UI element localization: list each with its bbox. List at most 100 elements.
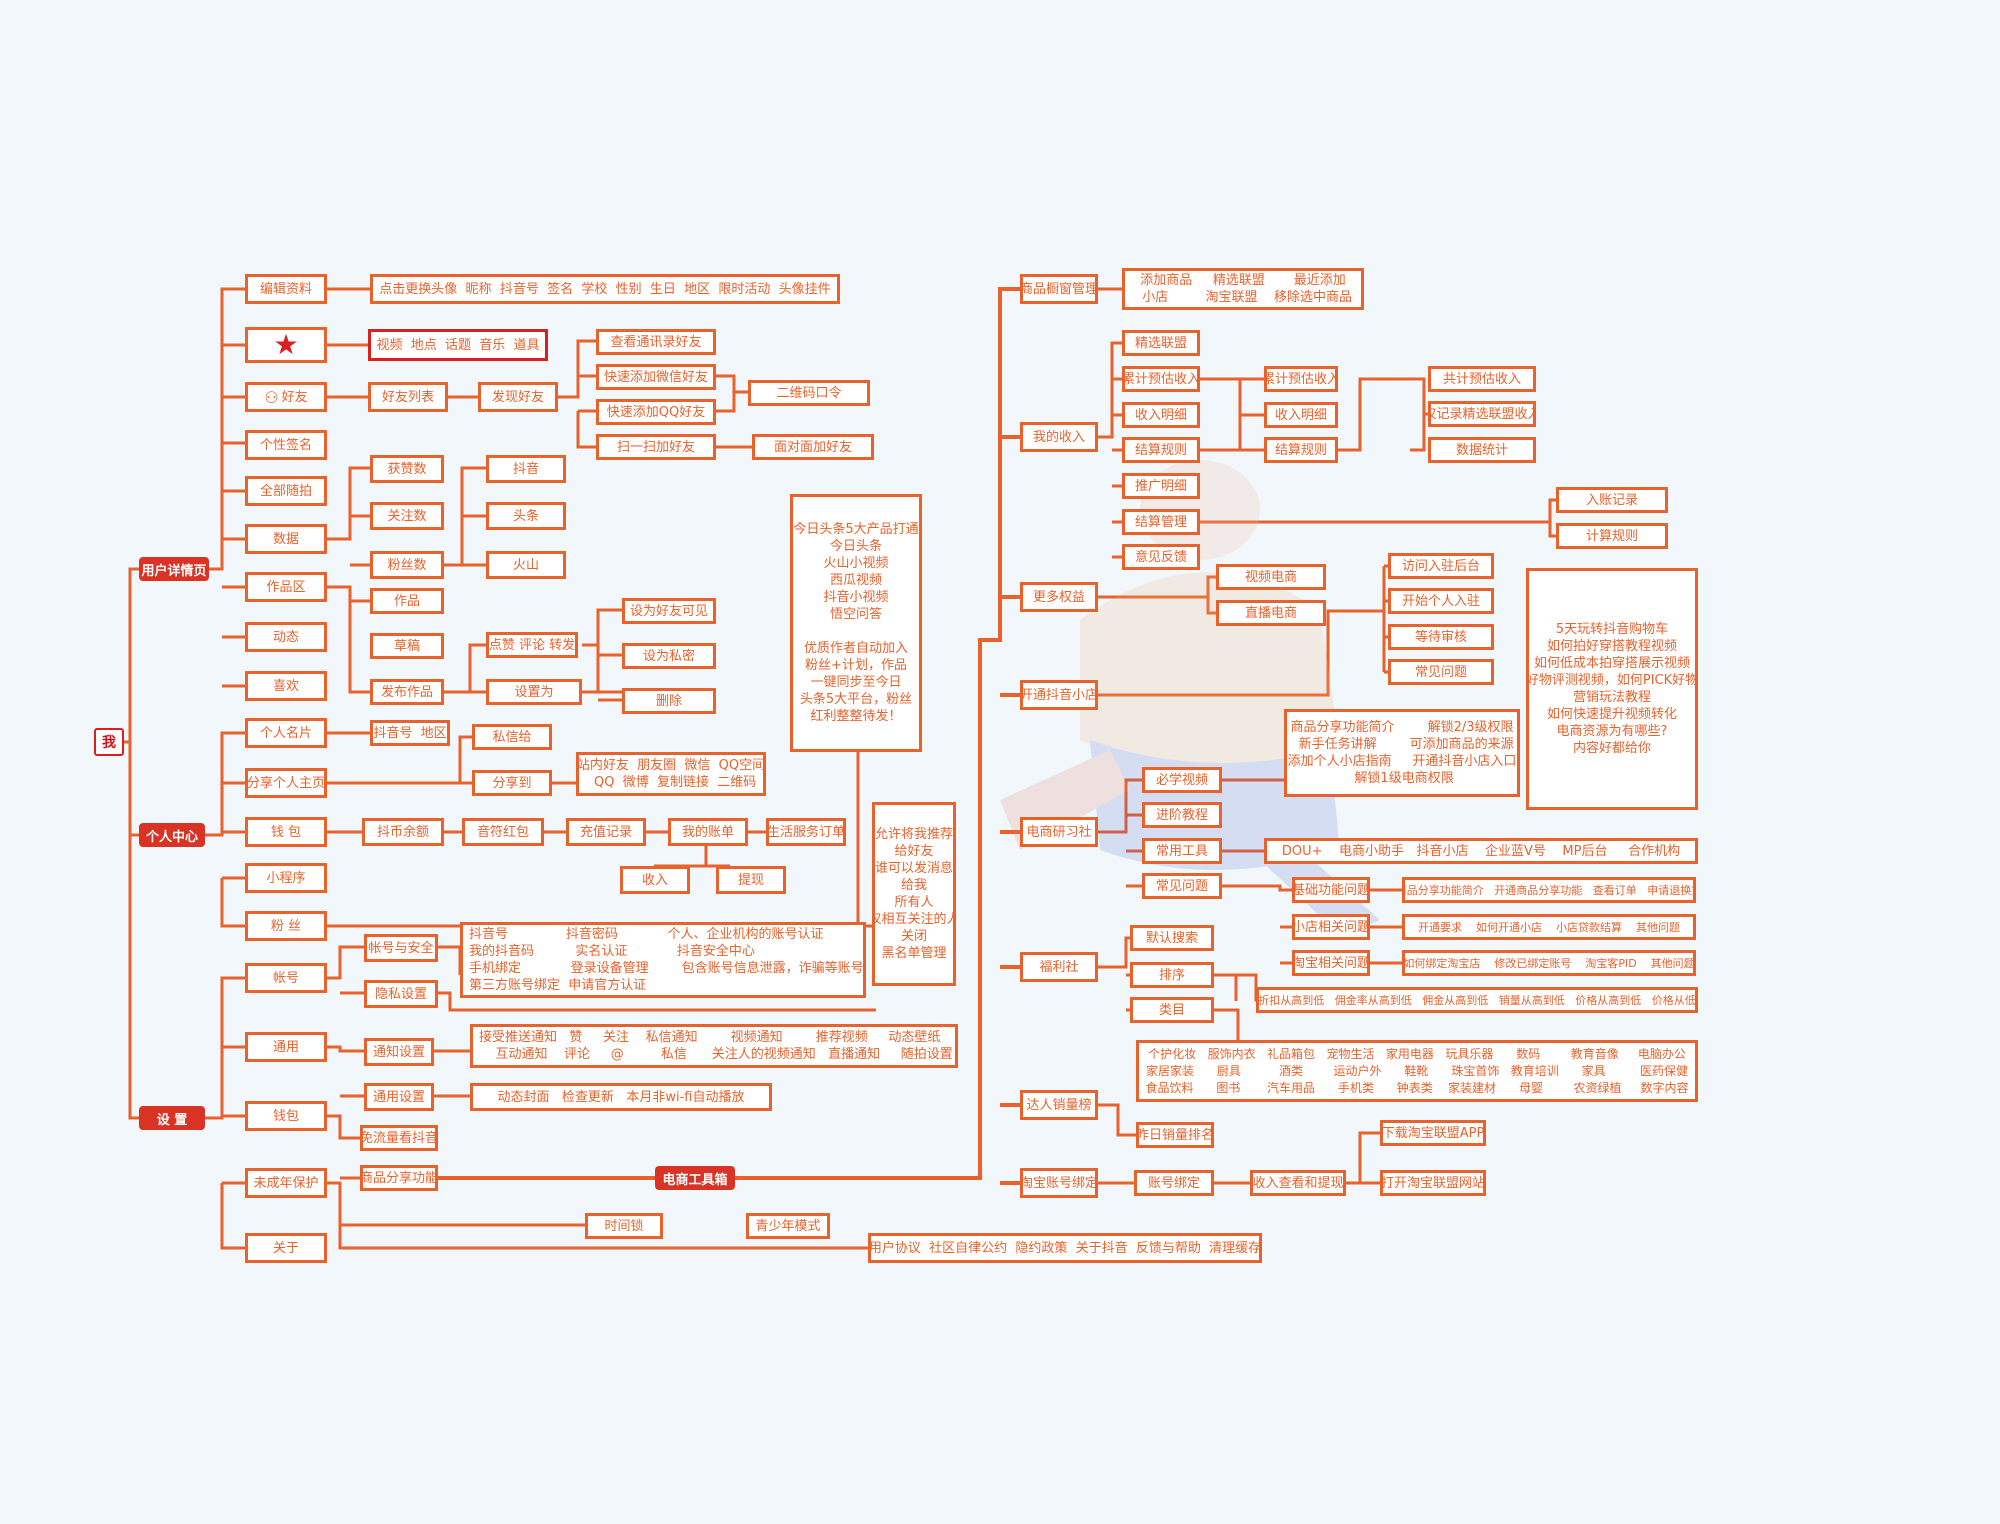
set-as-node[interactable]: 设置为 <box>486 679 582 705</box>
faq-node[interactable]: 常见问题 <box>1388 659 1494 685</box>
my-income-node[interactable]: 我的收入 <box>1020 422 1098 452</box>
common-tools-node[interactable]: 常用工具 <box>1142 838 1222 864</box>
publish-node[interactable]: 发布作品 <box>370 679 444 705</box>
drafts-node[interactable]: 草稿 <box>370 633 444 659</box>
view-contacts-node[interactable]: 查看通讯录好友 <box>596 329 716 355</box>
income-node[interactable]: 收入 <box>620 866 690 894</box>
download-app-node[interactable]: 下载淘宝联盟APP <box>1380 1120 1486 1146</box>
video-ecom-node[interactable]: 视频电商 <box>1216 564 1326 590</box>
private-node[interactable]: 设为私密 <box>622 643 716 669</box>
delete-node[interactable]: 删除 <box>622 688 716 714</box>
wallet2-node[interactable]: 钱包 <box>245 1101 327 1131</box>
friends-visible-node[interactable]: 设为好友可见 <box>622 598 716 624</box>
following-node[interactable]: 关注数 <box>370 502 444 530</box>
visit-backend-node[interactable]: 访问入驻后台 <box>1388 553 1494 579</box>
general-node[interactable]: 通用 <box>245 1032 327 1062</box>
sort-node[interactable]: 排序 <box>1130 962 1214 988</box>
qr-code-node[interactable]: 二维码口令 <box>748 380 870 406</box>
account-security-node[interactable]: 帐号与安全 <box>364 934 438 962</box>
privacy-settings-node[interactable]: 隐私设置 <box>364 980 438 1008</box>
calc-rules-node[interactable]: 计算规则 <box>1556 523 1668 549</box>
fans-node[interactable]: 粉 丝 <box>245 911 327 941</box>
est-income-node[interactable]: 累计预估收入 <box>1122 366 1200 392</box>
taobao-issues-node[interactable]: 淘宝相关问题 <box>1292 950 1370 976</box>
face-add-node[interactable]: 面对面加好友 <box>752 434 874 460</box>
share-home-node[interactable]: 分享个人主页 <box>245 768 327 798</box>
open-store-node[interactable]: 开通抖音小店 <box>1020 680 1098 710</box>
likes-received-node[interactable]: 获赞数 <box>370 455 444 483</box>
quick-qq-node[interactable]: 快速添加QQ好友 <box>596 399 716 425</box>
est-income2-node[interactable]: 累计预估收入 <box>1264 366 1338 392</box>
live-ecom-node[interactable]: 直播电商 <box>1216 600 1326 626</box>
my-bill-node[interactable]: 我的账单 <box>668 818 748 846</box>
scan-add-node[interactable]: 扫一扫加好友 <box>596 434 716 460</box>
recharge-records-node[interactable]: 充值记录 <box>566 818 646 846</box>
star-node[interactable]: ★ <box>245 327 327 363</box>
followers-node[interactable]: 粉丝数 <box>370 551 444 579</box>
friends-node[interactable]: ⚇好友 <box>245 382 327 412</box>
income-detail-node[interactable]: 收入明细 <box>1122 402 1200 428</box>
quick-wechat-node[interactable]: 快速添加微信好友 <box>596 364 716 390</box>
signature-node[interactable]: 个性签名 <box>245 430 327 460</box>
must-watch-node[interactable]: 必学视频 <box>1142 767 1222 793</box>
works-area-node[interactable]: 作品区 <box>245 572 327 602</box>
share-to-node[interactable]: 分享到 <box>472 770 552 796</box>
favorites-node[interactable]: 喜欢 <box>245 671 327 701</box>
category-settings[interactable]: 设 置 <box>139 1106 205 1130</box>
open-personal-node[interactable]: 开始个人入驻 <box>1388 588 1494 614</box>
feedback-node[interactable]: 意见反馈 <box>1122 544 1200 570</box>
category-node[interactable]: 类目 <box>1130 997 1214 1023</box>
basic-issues-node[interactable]: 基础功能问题 <box>1292 877 1370 903</box>
yesterday-rank-node[interactable]: 昨日销量排名 <box>1136 1122 1214 1148</box>
category-ecommerce-toolbox[interactable]: 电商工具箱 <box>655 1166 735 1190</box>
moments-node[interactable]: 动态 <box>245 622 327 652</box>
store-issues-node[interactable]: 小店相关问题 <box>1292 914 1370 940</box>
card-node[interactable]: 个人名片 <box>245 718 327 748</box>
advanced-node[interactable]: 进阶教程 <box>1142 802 1222 828</box>
data-node[interactable]: 数据 <box>245 524 327 554</box>
mini-program-node[interactable]: 小程序 <box>245 863 327 893</box>
talent-rank-node[interactable]: 达人销量榜 <box>1020 1090 1098 1120</box>
about-node[interactable]: 关于 <box>245 1233 327 1263</box>
free-data-node[interactable]: 免流量看抖音 <box>360 1125 438 1151</box>
promo-detail-node[interactable]: 推广明细 <box>1122 473 1200 499</box>
life-orders-node[interactable]: 生活服务订单 <box>766 818 846 846</box>
works-node[interactable]: 作品 <box>370 588 444 614</box>
category-user-detail[interactable]: 用户详情页 <box>139 557 209 581</box>
income-view-node[interactable]: 收入查看和提现 <box>1250 1170 1346 1196</box>
entry-records-node[interactable]: 入账记录 <box>1556 487 1668 513</box>
settle-rules-node[interactable]: 结算规则 <box>1122 437 1200 463</box>
taobao-binding-node[interactable]: 淘宝账号绑定 <box>1020 1168 1098 1198</box>
category-personal-center[interactable]: 个人中心 <box>139 823 205 847</box>
time-lock-node[interactable]: 时间锁 <box>585 1213 663 1239</box>
account-binding-node[interactable]: 账号绑定 <box>1134 1170 1214 1196</box>
product-share-node[interactable]: 商品分享功能 <box>360 1165 438 1191</box>
common-questions-node[interactable]: 常见问题 <box>1142 873 1222 899</box>
settle-rules2-node[interactable]: 结算规则 <box>1264 437 1338 463</box>
ecom-institute-node[interactable]: 电商研习社 <box>1020 817 1098 847</box>
music-red-packet-node[interactable]: 音符红包 <box>462 818 544 846</box>
waiting-review-node[interactable]: 等待审核 <box>1388 624 1494 650</box>
root-node[interactable]: 我 <box>94 728 124 756</box>
welfare-node[interactable]: 福利社 <box>1020 952 1098 982</box>
general-settings-node[interactable]: 通用设置 <box>364 1083 434 1111</box>
more-rights-node[interactable]: 更多权益 <box>1020 582 1098 612</box>
private-letter-node[interactable]: 私信给 <box>472 724 552 750</box>
open-site-node[interactable]: 打开淘宝联盟网站 <box>1380 1170 1486 1196</box>
edit-profile-node[interactable]: 编辑资料 <box>245 274 327 304</box>
withdraw-node[interactable]: 提现 <box>716 866 786 894</box>
all-snaps-node[interactable]: 全部随拍 <box>245 476 327 506</box>
selected-alliance-node[interactable]: 精选联盟 <box>1122 330 1200 356</box>
discover-friends-node[interactable]: 发现好友 <box>478 382 558 412</box>
showcase-mgmt-node[interactable]: 商品橱窗管理 <box>1020 274 1098 304</box>
notification-settings-node[interactable]: 通知设置 <box>364 1038 434 1066</box>
teen-mode-node[interactable]: 青少年模式 <box>746 1213 830 1239</box>
settle-mgmt-node[interactable]: 结算管理 <box>1122 509 1200 535</box>
friend-list-node[interactable]: 好友列表 <box>368 382 448 412</box>
wallet-node[interactable]: 钱 包 <box>245 817 327 847</box>
account-node[interactable]: 帐号 <box>245 963 327 993</box>
minor-protection-node[interactable]: 未成年保护 <box>245 1168 327 1198</box>
coin-balance-node[interactable]: 抖币余额 <box>362 818 444 846</box>
default-search-node[interactable]: 默认搜索 <box>1130 925 1214 951</box>
income-detail2-node[interactable]: 收入明细 <box>1264 402 1338 428</box>
